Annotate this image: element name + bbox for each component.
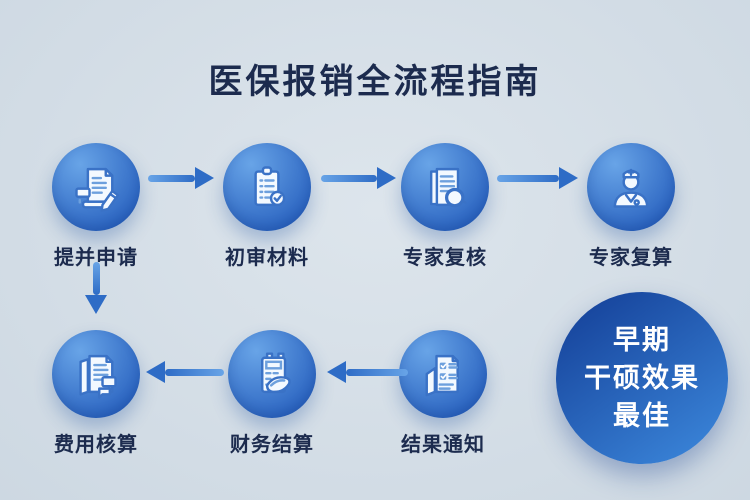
arrow-bar [497,174,559,182]
step-initial-review: 初审材料 [192,143,342,270]
step-expert-recalc: 专家复算 [556,143,706,270]
step-label: 提并申请 [54,247,138,269]
arrow-bar [92,262,100,295]
arrow-head [377,167,396,189]
arrow-head [85,295,107,314]
arrow-bar [321,174,377,182]
highlight-badge: 早期 干硕效果 最佳 [556,292,728,464]
step-label: 专家复核 [403,247,487,269]
notice-checklist-icon [425,354,459,397]
badge-line: 早期 [613,324,671,355]
badge-line: 最佳 [613,401,671,432]
arrow-right-icon [321,167,396,189]
arrow-left-icon [327,361,408,383]
arrow-bar [346,368,408,376]
calculator-hand-icon [261,352,291,394]
step-circle [223,143,311,231]
document-pen-icon [75,167,120,212]
step-label: 初审材料 [225,247,309,269]
step-circle [399,330,487,418]
clipboard-check-icon [254,166,286,207]
step-submit-application: 提并申请 [21,143,171,270]
step-expert-review: 专家复核 [370,143,520,270]
arrow-bar [165,368,224,376]
step-circle [587,143,675,231]
arrow-left-icon [146,361,224,383]
page-title: 医保报销全流程指南 [208,63,542,101]
documents-monitor-icon [79,354,117,399]
arrow-down-icon [85,262,107,314]
step-circle [401,143,489,231]
document-magnifier-icon [429,167,467,208]
step-label: 费用核算 [54,434,138,456]
step-result-notice: 结果通知 [368,330,518,457]
arrow-right-icon [497,167,578,189]
step-financial-settlement: 财务结算 [197,330,347,457]
arrow-head [327,361,346,383]
step-label: 专家复算 [589,247,673,269]
arrow-bar [148,174,195,182]
step-circle [52,143,140,231]
arrow-head [559,167,578,189]
arrow-head [195,167,214,189]
step-label: 结果通知 [401,434,485,456]
arrow-right-icon [148,167,214,189]
step-label: 财务结算 [230,434,314,456]
arrow-head [146,361,165,383]
step-circle [52,330,140,418]
step-cost-accounting: 费用核算 [21,330,171,457]
step-circle [228,330,316,418]
badge-line: 干硕效果 [584,362,700,393]
doctor-icon [613,168,649,208]
